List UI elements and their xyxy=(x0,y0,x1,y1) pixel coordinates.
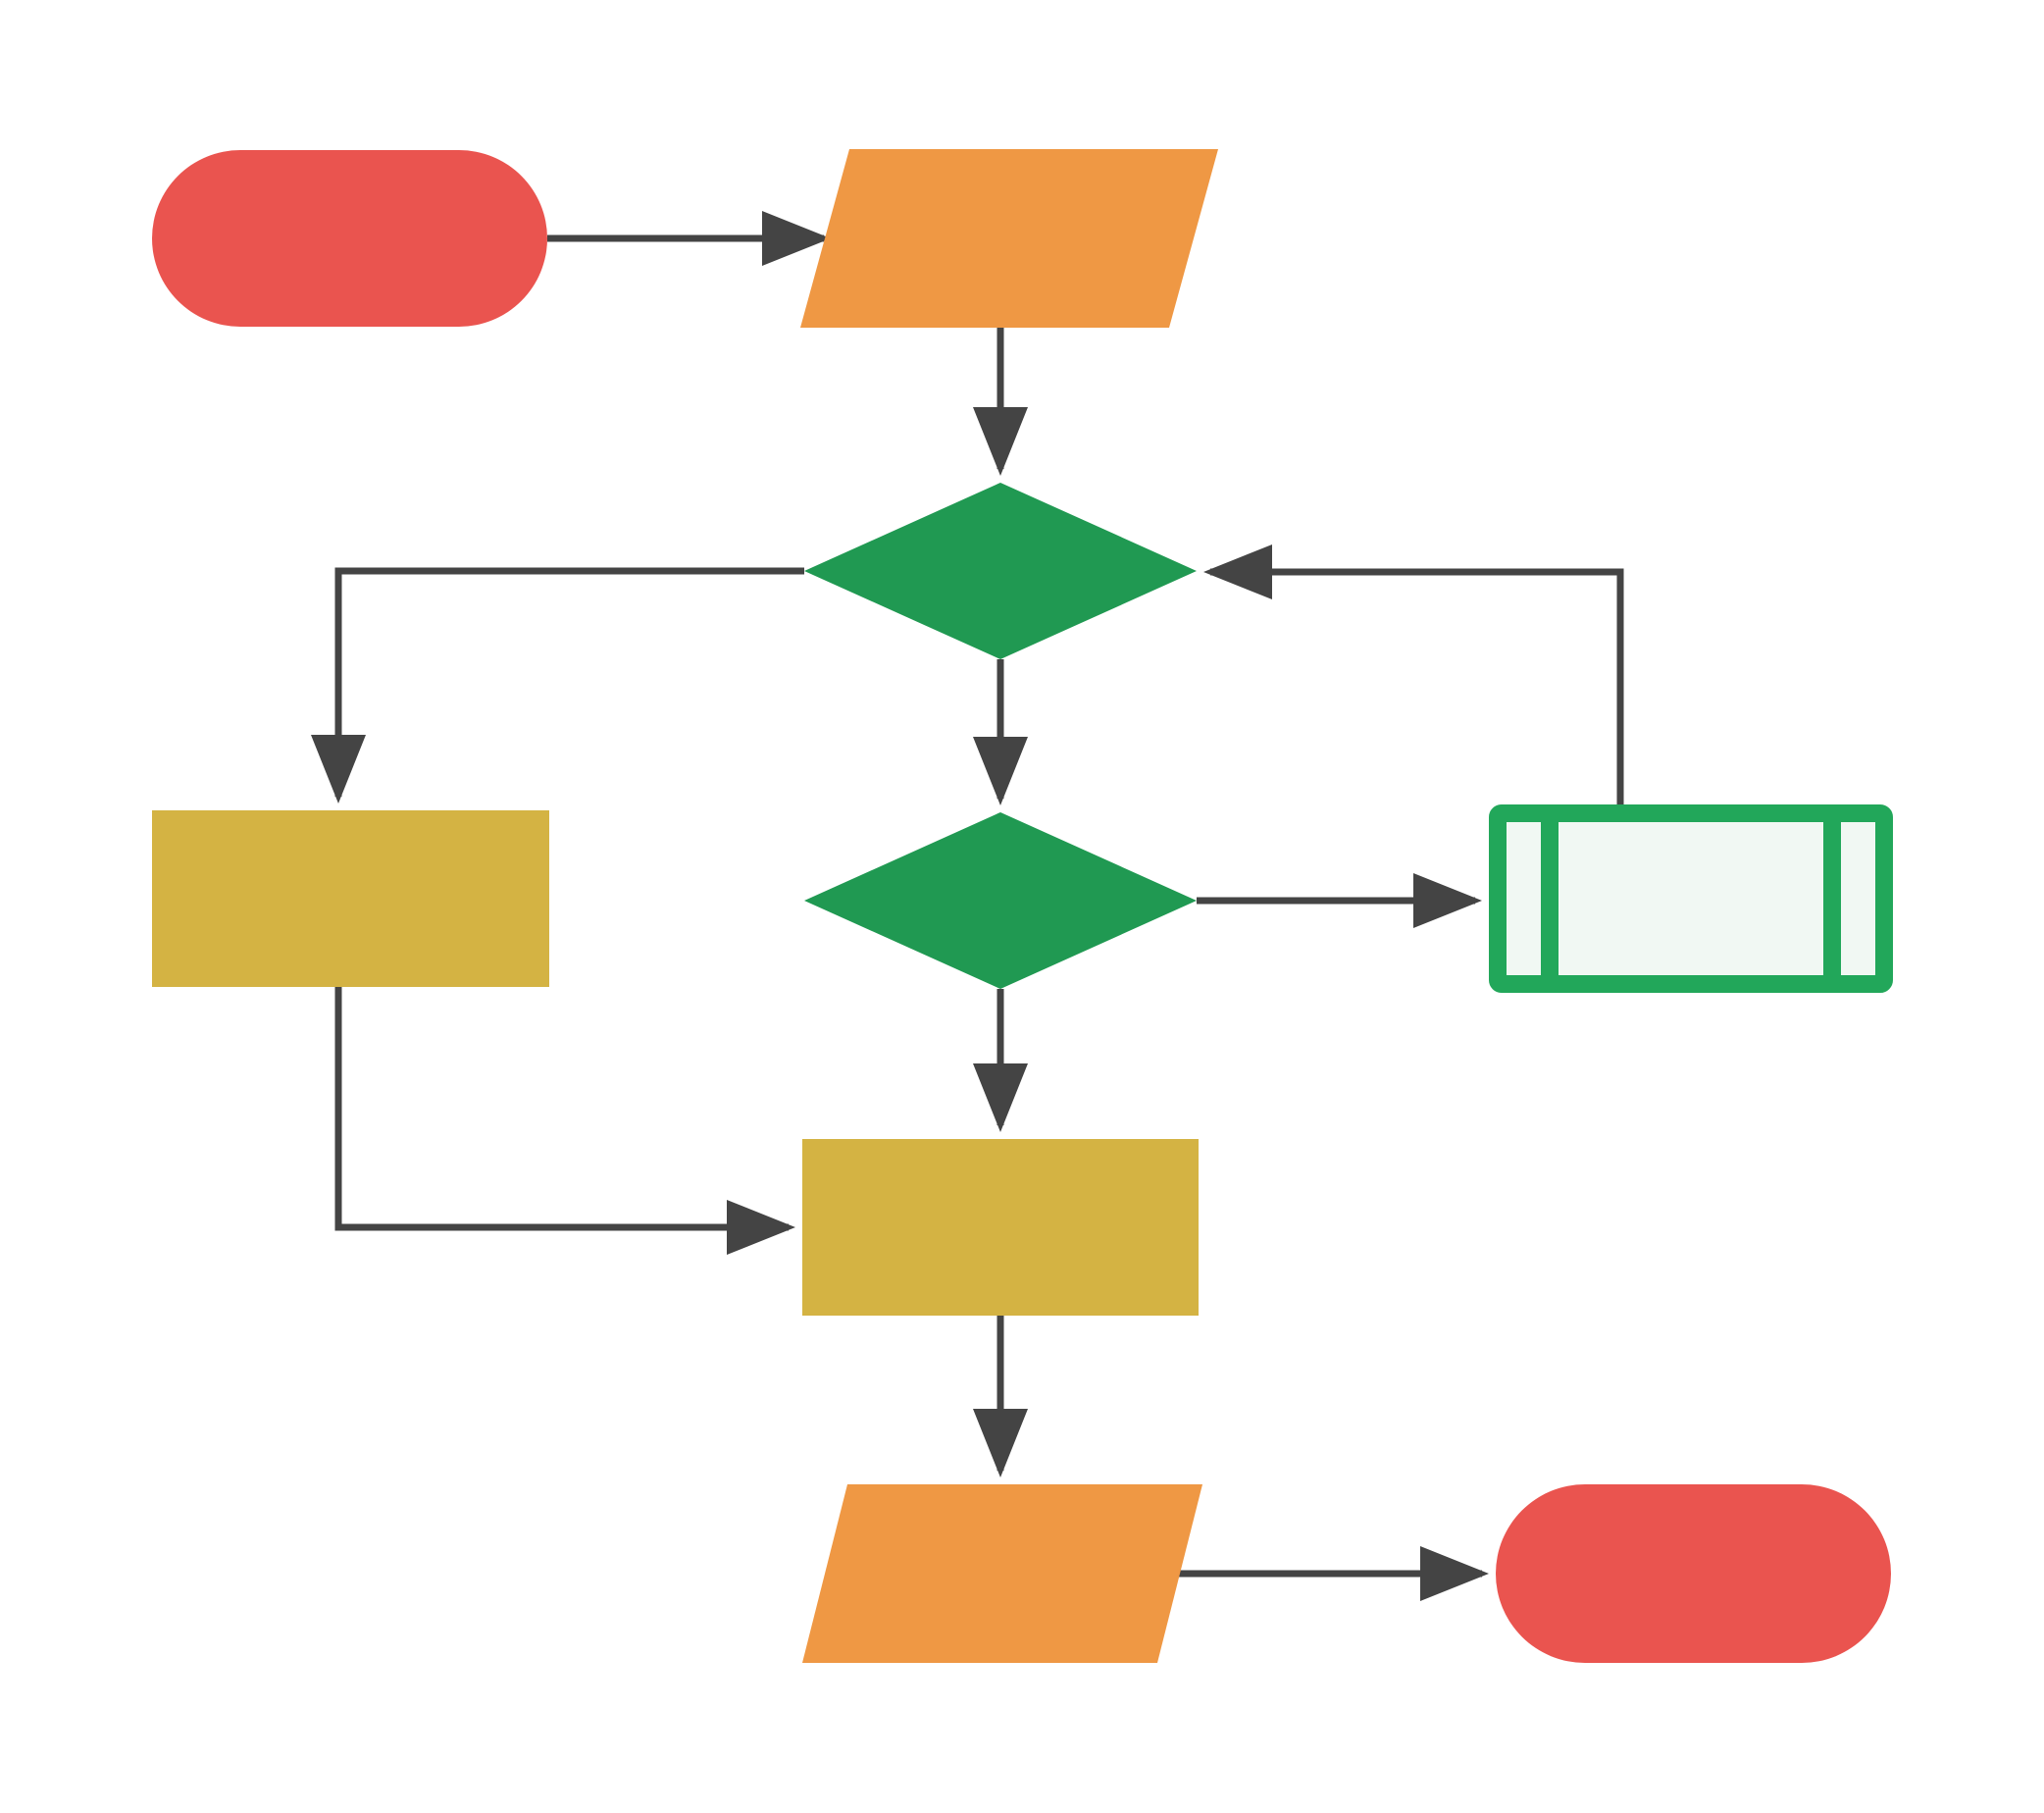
input-io-node[interactable] xyxy=(800,149,1218,328)
node-layer xyxy=(152,149,1893,1663)
connector-processleft-to-processmain xyxy=(334,987,795,1255)
predefined-process-node-shape xyxy=(1489,804,1893,993)
end-terminator-shape xyxy=(1496,1484,1891,1663)
start-terminator-shape xyxy=(152,150,547,327)
process-node-left-shape xyxy=(152,810,549,987)
decision-node-primary[interactable] xyxy=(804,483,1197,659)
end-terminator[interactable] xyxy=(1496,1484,1891,1663)
start-terminator[interactable] xyxy=(152,150,547,327)
output-io-node[interactable] xyxy=(802,1484,1202,1663)
decision-node-primary-shape xyxy=(804,483,1197,659)
connector-subroutine-feedback-to-decision1 xyxy=(1203,544,1624,804)
connector-decision1-left-branch xyxy=(311,567,804,803)
process-node-left[interactable] xyxy=(152,810,549,987)
decision-node-secondary[interactable] xyxy=(804,812,1197,989)
process-node-main[interactable] xyxy=(802,1139,1199,1316)
output-io-node-shape xyxy=(802,1484,1202,1663)
connector-processleft-to-processmain-line xyxy=(334,987,795,1255)
connector-layer xyxy=(311,211,1624,1601)
decision-node-secondary-shape xyxy=(804,812,1197,989)
process-node-main-shape xyxy=(802,1139,1199,1316)
connector-decision1-left-branch-line xyxy=(311,567,804,803)
connector-subroutine-feedback-to-decision1-line xyxy=(1203,544,1624,804)
input-io-node-shape xyxy=(800,149,1218,328)
predefined-process-node[interactable] xyxy=(1489,804,1893,993)
